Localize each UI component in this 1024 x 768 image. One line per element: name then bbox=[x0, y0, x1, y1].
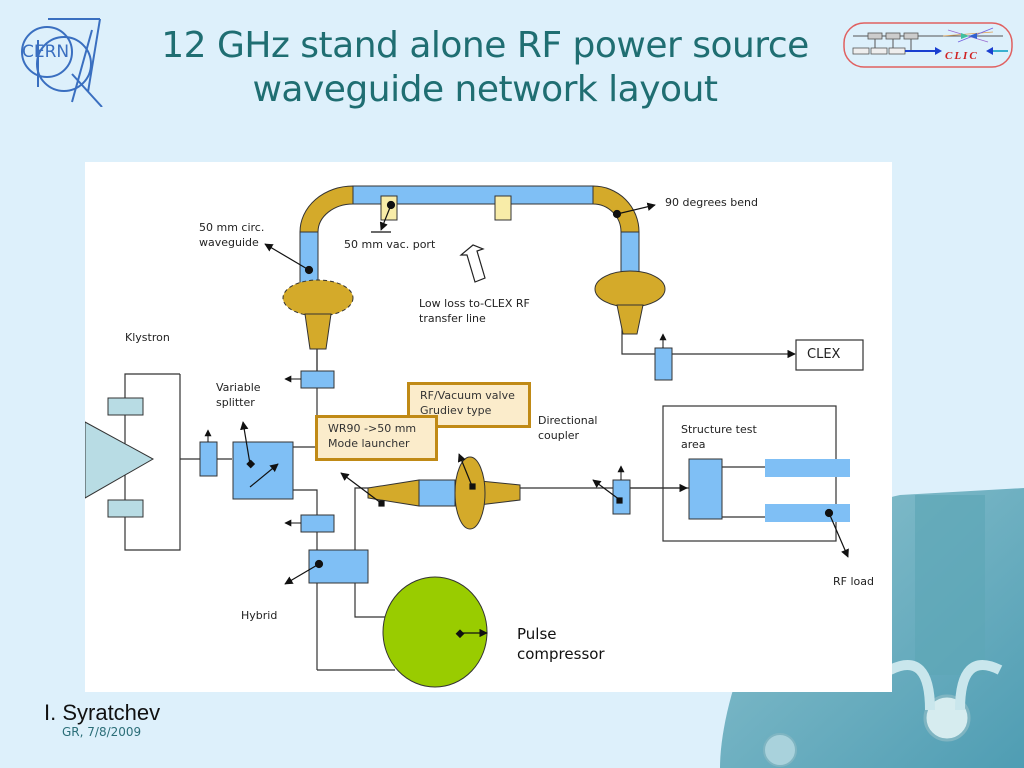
slide-title: 12 GHz stand alone RF power source waveg… bbox=[140, 24, 830, 112]
transfer-line-arrow-icon bbox=[459, 244, 486, 283]
label-structure-test-area: Structure test area bbox=[681, 423, 757, 451]
test-structure-1 bbox=[765, 459, 850, 477]
vac-port-2 bbox=[494, 195, 512, 221]
label-variable-splitter: Variable splitter bbox=[216, 381, 261, 409]
label-hybrid: Hybrid bbox=[241, 609, 278, 622]
label-rf-load: RF load bbox=[833, 575, 874, 588]
note-rf-vacuum-valve: RF/Vacuum valve Grudiev type bbox=[407, 382, 531, 428]
clic-logo-text: CLIC bbox=[945, 50, 979, 62]
author-name: I. Syratchev bbox=[44, 700, 161, 725]
variable-splitter-block bbox=[232, 441, 294, 500]
label-transfer-line: Low loss to-CLEX RF transfer line bbox=[419, 297, 530, 325]
cern-logo-icon: CERN bbox=[21, 18, 103, 107]
title-line-1: 12 GHz stand alone RF power source bbox=[161, 25, 809, 66]
klystron bbox=[85, 397, 155, 518]
cern-logo-text: CERN bbox=[22, 42, 69, 62]
bend-right bbox=[592, 185, 640, 233]
rf-load-block bbox=[765, 504, 850, 522]
label-directional-coupler: Directional coupler bbox=[538, 414, 598, 442]
presentation-date: GR, 7/8/2009 bbox=[62, 725, 142, 739]
pulse-compressor bbox=[382, 576, 488, 688]
clex-coupler bbox=[654, 347, 673, 381]
mode-launcher bbox=[367, 479, 420, 507]
waveguide-network-diagram: 50 mm circ. waveguide 50 mm vac. port 90… bbox=[85, 162, 892, 692]
klystron-coupler bbox=[199, 441, 218, 477]
bend-left bbox=[299, 185, 354, 233]
label-vac-port: 50 mm vac. port bbox=[344, 238, 436, 251]
label-90-degrees-bend: 90 degrees bend bbox=[665, 196, 758, 209]
label-circ-waveguide: 50 mm circ. waveguide bbox=[199, 221, 265, 249]
rf-vacuum-valve bbox=[454, 456, 486, 530]
test-area-splitter bbox=[688, 458, 723, 520]
klystron-frame bbox=[124, 373, 181, 551]
note-mode-launcher: WR90 ->50 mm Mode launcher bbox=[315, 415, 438, 461]
lower-coupler bbox=[300, 514, 335, 533]
clex-box bbox=[795, 339, 864, 371]
label-klystron: Klystron bbox=[125, 331, 170, 344]
upper-coupler bbox=[300, 370, 335, 389]
transfer-line bbox=[282, 185, 666, 350]
label-pulse-compressor: Pulse compressor bbox=[517, 625, 605, 663]
label-clex: CLEX bbox=[807, 347, 841, 362]
title-line-2: waveguide network layout bbox=[252, 69, 718, 110]
clic-logo-icon: CLIC bbox=[843, 22, 1013, 68]
